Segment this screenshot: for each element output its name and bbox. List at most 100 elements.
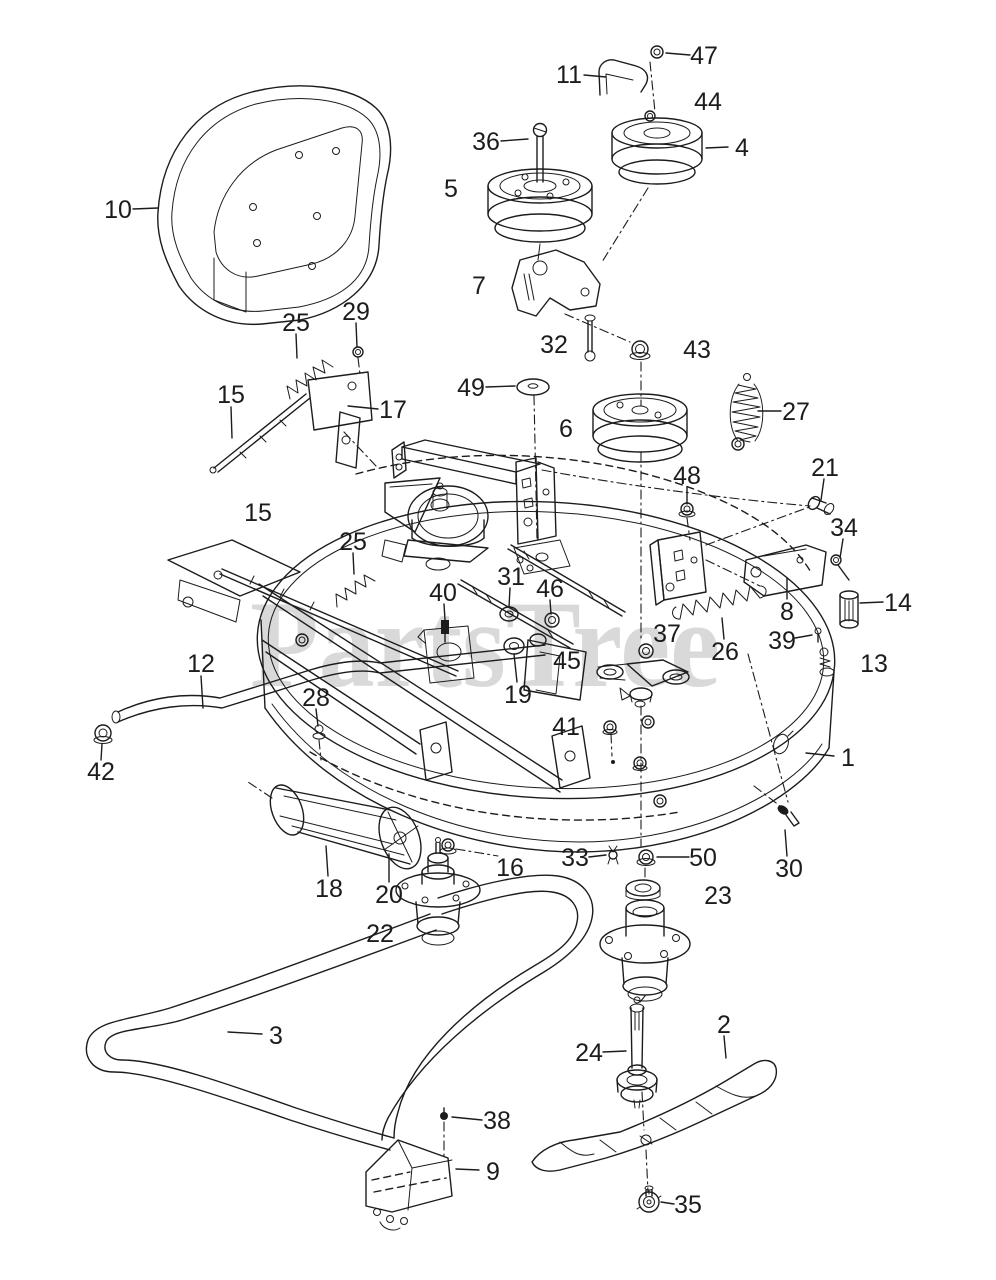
callout-leader-11 <box>583 74 607 78</box>
callout-label-25: 25 <box>339 528 367 556</box>
callout-label-38: 38 <box>483 1107 511 1135</box>
fasteners-33-50-art <box>607 845 656 866</box>
callout-leader-18 <box>325 845 329 877</box>
roller-art <box>247 781 499 870</box>
callout-leader-19 <box>513 653 518 683</box>
shaft-24-art <box>616 996 658 1109</box>
callout-label-49: 49 <box>457 374 485 402</box>
deflector-chute-art <box>157 85 392 326</box>
callout-label-14: 14 <box>884 589 912 617</box>
callout-label-25: 25 <box>282 309 310 337</box>
callout-label-19: 19 <box>504 681 532 709</box>
callout-label-39: 39 <box>768 627 796 655</box>
callout-label-9: 9 <box>486 1158 500 1186</box>
callout-label-8: 8 <box>780 598 794 626</box>
callout-leader-49 <box>485 385 516 388</box>
callout-label-17: 17 <box>379 396 407 424</box>
callout-leader-42 <box>100 743 103 761</box>
callout-label-28: 28 <box>302 684 330 712</box>
callout-label-21: 21 <box>811 454 839 482</box>
spring-27-art <box>729 373 764 443</box>
callout-label-30: 30 <box>775 855 803 883</box>
callout-label-32: 32 <box>540 331 568 359</box>
callout-label-11: 11 <box>556 61 582 89</box>
callout-label-35: 35 <box>674 1191 702 1219</box>
callout-leader-9 <box>455 1168 480 1171</box>
callout-leader-24 <box>602 1050 627 1053</box>
callout-label-45: 45 <box>553 647 581 675</box>
callout-leader-40 <box>443 603 446 621</box>
callout-leader-38 <box>451 1116 483 1121</box>
lift-bracket-art <box>209 346 377 474</box>
callout-label-44: 44 <box>694 88 722 116</box>
blade-art <box>531 1059 778 1213</box>
callout-leader-25 <box>352 552 355 575</box>
callout-label-5: 5 <box>444 175 458 203</box>
callout-leader-14 <box>859 601 884 604</box>
callout-leader-31 <box>508 587 511 608</box>
callout-label-15: 15 <box>217 381 245 409</box>
callout-label-47: 47 <box>690 42 718 70</box>
callout-leader-34 <box>839 538 844 559</box>
adjuster-rods-art <box>417 544 626 684</box>
callout-leader-26 <box>721 617 725 640</box>
callout-leader-3 <box>227 1031 263 1035</box>
callout-leader-30 <box>784 829 788 857</box>
callout-label-6: 6 <box>559 415 573 443</box>
callout-label-34: 34 <box>830 514 858 542</box>
callout-label-33: 33 <box>561 844 589 872</box>
belt-cover-art <box>365 1107 453 1231</box>
callout-label-1: 1 <box>841 744 855 772</box>
crossmember-art <box>596 643 690 708</box>
callout-leader-17 <box>347 405 379 410</box>
callout-label-4: 4 <box>735 134 749 162</box>
front-link-art <box>93 644 546 744</box>
callout-label-26: 26 <box>711 638 739 666</box>
callout-label-12: 12 <box>187 650 215 678</box>
callout-label-22: 22 <box>366 920 394 948</box>
callout-leader-47 <box>665 52 691 56</box>
callout-label-36: 36 <box>472 128 500 156</box>
callout-leader-28 <box>315 708 319 727</box>
callout-label-43: 43 <box>683 336 711 364</box>
spindle-22-art <box>395 837 481 946</box>
callout-leader-21 <box>820 478 825 501</box>
deck-shell-art <box>256 500 836 853</box>
washer-49-art <box>516 378 550 396</box>
callout-label-7: 7 <box>472 272 486 300</box>
callout-label-23: 23 <box>704 882 732 910</box>
callout-label-20: 20 <box>375 881 403 909</box>
callout-label-46: 46 <box>536 575 564 603</box>
callout-leader-4 <box>705 146 729 149</box>
callout-label-37: 37 <box>653 620 681 648</box>
hanger-bracket-art <box>649 502 813 606</box>
callout-label-48: 48 <box>673 462 701 490</box>
callout-leader-39 <box>794 634 813 639</box>
support-channel-art <box>355 439 813 575</box>
callout-label-41: 41 <box>552 713 580 741</box>
callout-label-3: 3 <box>269 1022 283 1050</box>
idler-bracket-art <box>511 249 631 362</box>
callout-leader-15 <box>230 406 233 439</box>
callout-leader-29 <box>355 322 358 348</box>
callout-leader-1 <box>805 752 835 757</box>
callout-label-50: 50 <box>689 844 717 872</box>
callout-label-40: 40 <box>429 579 457 607</box>
idler-pulley-5-art <box>487 122 593 261</box>
spindle-23-art <box>599 879 691 1002</box>
callout-label-18: 18 <box>315 875 343 903</box>
v-idler-pulley-art <box>592 340 688 1193</box>
callout-leader-2 <box>723 1035 727 1059</box>
callout-leader-10 <box>132 207 159 210</box>
idler-pulley-4-art <box>601 110 703 263</box>
bracket-8-art <box>731 437 859 677</box>
callout-label-15: 15 <box>244 499 272 527</box>
spring-26-art <box>672 585 767 620</box>
callout-label-2: 2 <box>717 1011 731 1039</box>
callout-label-13: 13 <box>860 650 888 678</box>
callout-leader-46 <box>549 599 552 615</box>
callout-label-24: 24 <box>575 1039 603 1067</box>
callout-label-29: 29 <box>342 298 370 326</box>
